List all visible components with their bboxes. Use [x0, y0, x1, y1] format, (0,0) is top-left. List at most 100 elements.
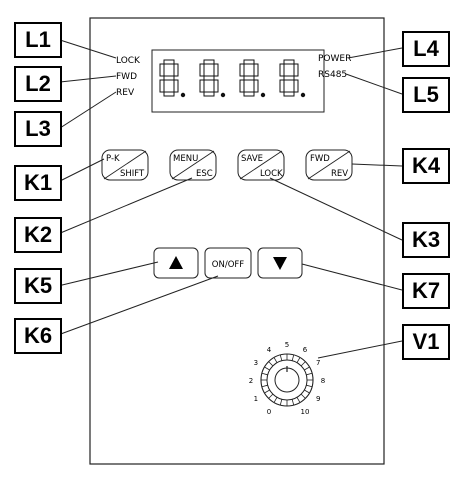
knob-tooth [300, 393, 306, 399]
key-on-off-label: ON/OFF [212, 260, 244, 270]
segment [253, 63, 259, 77]
knob-tooth [296, 357, 301, 363]
indicator-power-label: POWER [318, 54, 351, 64]
knob-tooth [306, 384, 313, 388]
knob-tooth [291, 354, 295, 361]
knob-tooth [268, 361, 274, 367]
callout-l3: L3 [14, 111, 62, 147]
callout-k4: K4 [402, 148, 450, 184]
callout-k2: K2 [14, 217, 62, 253]
knob-tooth [261, 372, 268, 376]
segment [253, 79, 259, 93]
knob-tooth [300, 361, 306, 367]
knob-tooth [273, 397, 278, 403]
segment [243, 75, 255, 81]
key-fwd-label: FWD [310, 154, 330, 164]
key-on-off[interactable]: ON/OFF [204, 247, 252, 279]
knob-tooth [264, 366, 270, 371]
led-display-window [151, 49, 325, 113]
key-save-lock[interactable]: SAVE LOCK [237, 149, 285, 181]
segment [173, 63, 179, 77]
indicator-rs485-label: RS485 [318, 70, 347, 80]
digit-2 [199, 59, 226, 98]
callout-k5: K5 [14, 268, 62, 304]
knob-scale-6: 6 [303, 346, 308, 354]
key-save-label: SAVE [241, 154, 263, 164]
knob-tooth [304, 366, 310, 371]
key-lock-label: LOCK [260, 169, 283, 179]
segment [159, 63, 165, 77]
knob-scale-5: 5 [285, 341, 289, 349]
segment [203, 59, 215, 65]
segment [279, 79, 285, 93]
callout-l5: L5 [402, 77, 450, 113]
potentiometer-knob[interactable] [260, 353, 314, 407]
callout-l1: L1 [14, 22, 62, 58]
key-esc-label: ESC [196, 169, 213, 179]
key-up[interactable] [153, 247, 199, 279]
leader-lines [57, 39, 403, 359]
knob-tooth [273, 357, 278, 363]
knob-tooth [306, 372, 313, 376]
indicator-rev-label: REV [116, 88, 135, 98]
segment [199, 63, 205, 77]
key-menu-esc[interactable]: MENU ESC [169, 149, 217, 181]
knob-tooth [279, 354, 283, 361]
callout-k6: K6 [14, 318, 62, 354]
indicator-fwd-label: FWD [116, 72, 137, 82]
decimal-point [260, 92, 266, 98]
down-triangle-icon [273, 257, 287, 270]
callout-l4: L4 [402, 31, 450, 67]
segment [239, 63, 245, 77]
segment [173, 79, 179, 93]
knob-scale-7: 7 [316, 359, 320, 367]
knob-scale-3: 3 [254, 359, 258, 367]
callout-v1: V1 [402, 324, 450, 360]
segment [163, 59, 175, 65]
key-fwd-rev[interactable]: FWD REV [305, 149, 353, 181]
callout-k3: K3 [402, 222, 450, 258]
key-down[interactable] [257, 247, 303, 279]
segment [239, 79, 245, 93]
segment [163, 91, 175, 97]
indicator-lock-label: LOCK [116, 56, 141, 66]
segment [283, 59, 295, 65]
knob-tooth [304, 389, 310, 394]
segment [293, 79, 299, 93]
knob-tooth [279, 399, 283, 406]
decimal-point [180, 92, 186, 98]
callout-l2: L2 [14, 66, 62, 102]
segment [243, 91, 255, 97]
segment [213, 63, 219, 77]
knob-tooth [264, 389, 270, 394]
segment [203, 75, 215, 81]
decimal-point [300, 92, 306, 98]
segment [199, 79, 205, 93]
callout-k1: K1 [14, 165, 62, 201]
decimal-point [220, 92, 226, 98]
knob-tooth [268, 393, 274, 399]
knob-scale-9: 9 [316, 395, 320, 403]
segment [213, 79, 219, 93]
digit-1 [159, 59, 186, 98]
segment [283, 75, 295, 81]
knob-tooth [296, 397, 301, 403]
segment [293, 63, 299, 77]
knob-scale-0: 0 [267, 408, 271, 416]
key-pk-label: P-K [106, 154, 120, 164]
segment [163, 75, 175, 81]
knob-scale-4: 4 [267, 346, 272, 354]
seven-segment-digits [159, 59, 306, 98]
segment [159, 79, 165, 93]
knob-grip-teeth [261, 354, 313, 406]
segment [203, 91, 215, 97]
key-pk-shift[interactable]: P-K SHIFT [101, 149, 149, 181]
segment [279, 63, 285, 77]
digit-3 [239, 59, 266, 98]
knob-tooth [291, 399, 295, 406]
segment [243, 59, 255, 65]
knob-scale-10: 10 [301, 408, 310, 416]
key-rev-label: REV [331, 169, 348, 179]
